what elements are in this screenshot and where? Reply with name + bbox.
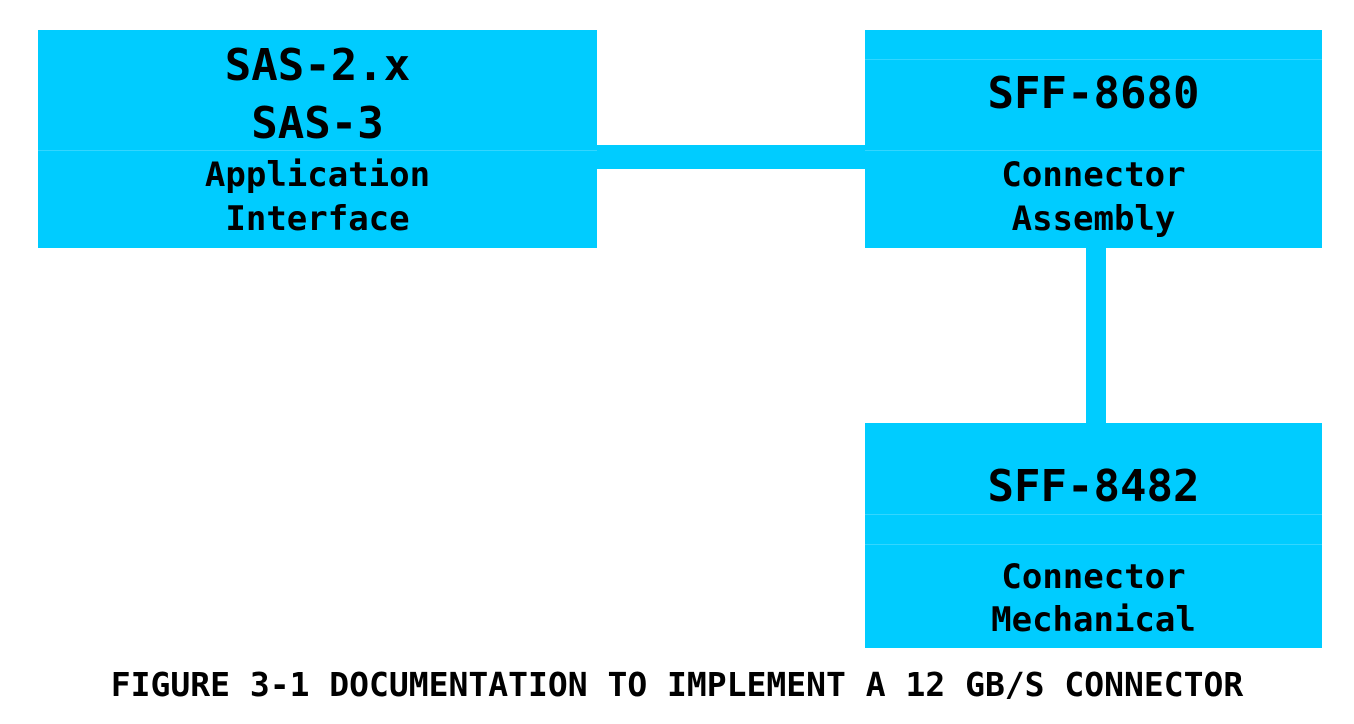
- sas-2x-label: SAS-2.x: [224, 40, 411, 91]
- sff-8482-box: SFF-8482 Connector Mechanical: [865, 423, 1322, 648]
- assembly-label: Assembly: [1011, 199, 1176, 239]
- sff-8680-title: SFF-8680: [987, 68, 1200, 119]
- box-divider: [865, 514, 1322, 515]
- connector-label: Connector: [1001, 557, 1186, 597]
- sas-application-interface-box: SAS-2.x SAS-3 Application Interface: [38, 30, 597, 248]
- connector-line-sas-to-sff8680: [597, 145, 865, 169]
- mechanical-label: Mechanical: [991, 600, 1196, 640]
- sff-8482-title: SFF-8482: [987, 461, 1200, 512]
- figure-caption: FIGURE 3-1 DOCUMENTATION TO IMPLEMENT A …: [110, 665, 1244, 704]
- box-divider: [865, 59, 1322, 60]
- sff-8680-box: SFF-8680 Connector Assembly: [865, 30, 1322, 248]
- box-divider: [38, 150, 597, 151]
- sas-3-label: SAS-3: [251, 98, 384, 149]
- connector-label: Connector: [1001, 155, 1186, 195]
- connector-line-sff8680-to-sff8482: [1086, 248, 1106, 423]
- box-divider: [865, 544, 1322, 545]
- interface-label: Interface: [225, 199, 410, 239]
- box-divider: [865, 150, 1322, 151]
- application-label: Application: [204, 155, 431, 195]
